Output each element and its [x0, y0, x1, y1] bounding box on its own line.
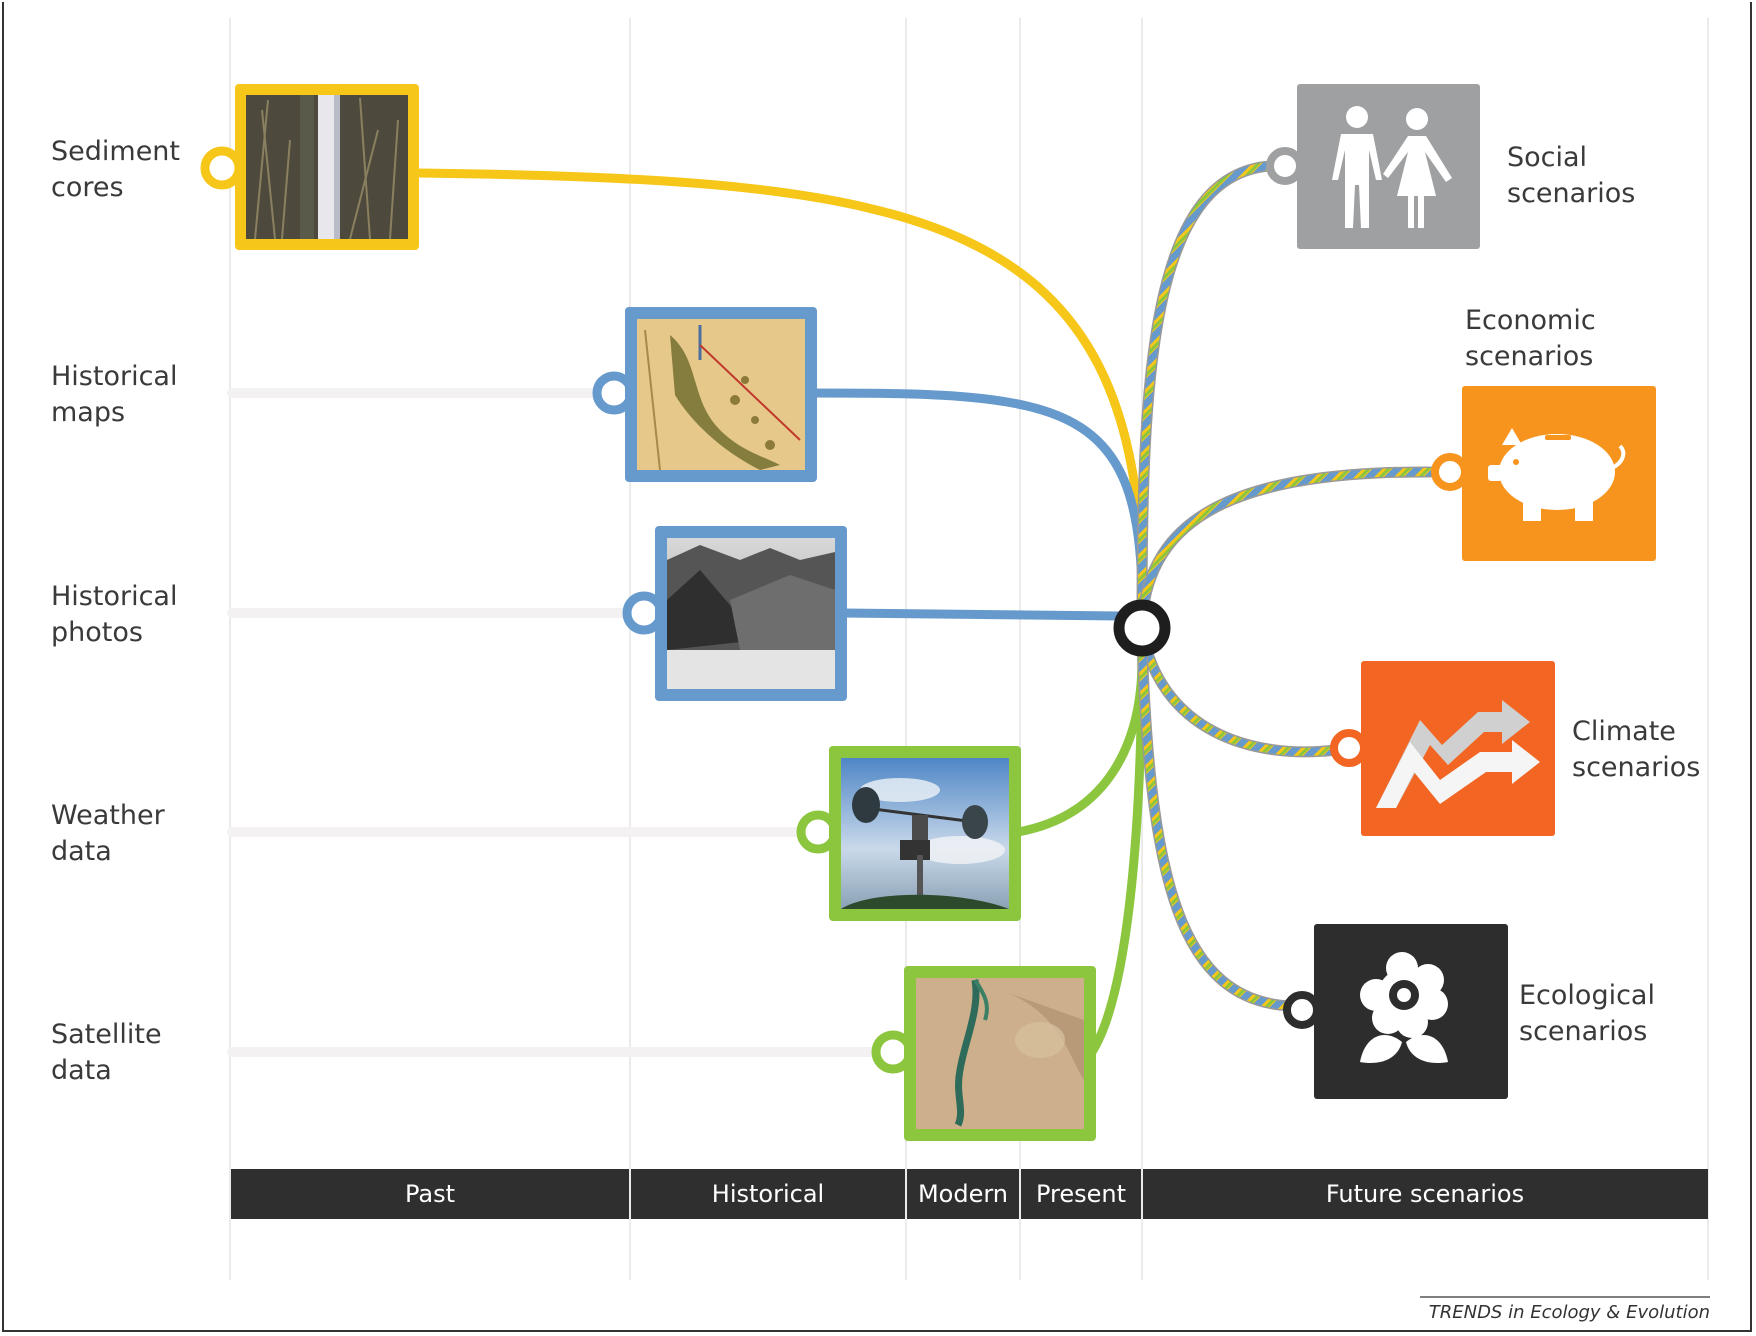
social-label-1: Social: [1507, 142, 1587, 173]
economic-rope: [1138, 467, 1442, 624]
social-scenarios-card: [1266, 84, 1480, 249]
timeline-label-present: Present: [1036, 1180, 1126, 1208]
satellite-photo: [916, 978, 1084, 1129]
satellite-data-card: [871, 966, 1096, 1141]
weather-data-card: [796, 746, 1021, 921]
sediment-cores-card: [200, 84, 419, 250]
card-loop: [200, 146, 244, 190]
row-guide-lines: [227, 388, 883, 1057]
ecological-scenarios-card: [1283, 924, 1508, 1099]
timeline-bar: Past Historical Modern Present Future sc…: [231, 1169, 1708, 1219]
sediment-curve: [415, 168, 1147, 595]
climate-label-2: scenarios: [1572, 752, 1700, 783]
maps-curve: [807, 388, 1147, 600]
photos-curve: [837, 608, 1125, 621]
timeline-segment-future: [1143, 1169, 1708, 1219]
anemometer-photo: [841, 758, 1009, 909]
timeline-label-past: Past: [405, 1180, 455, 1208]
weather-label-2: data: [51, 836, 112, 867]
climate-scenarios-card: [1330, 661, 1555, 836]
card-loop: [1283, 991, 1321, 1029]
weather-curve: [1013, 655, 1147, 837]
journal-credit: TRENDS in Ecology & Evolution: [1429, 1302, 1710, 1323]
sediment-label-1: Sediment: [51, 136, 180, 167]
flower-icon: [1360, 952, 1448, 1064]
trend-arrows-icon: [1376, 700, 1540, 808]
timeline-segment-past: [231, 1169, 629, 1219]
present-hub: [1113, 599, 1171, 657]
historical-maps-card: [592, 307, 817, 482]
social-label-2: scenarios: [1507, 178, 1635, 209]
scenario-ropes: [1136, 160, 1444, 1012]
historical-photos-card: [622, 526, 847, 701]
satellite-label-2: data: [51, 1055, 112, 1086]
climate-rope: [1138, 626, 1340, 756]
climate-label-1: Climate: [1572, 716, 1676, 747]
card-loop: [1330, 729, 1368, 767]
historical-map: [637, 319, 805, 471]
maps-label-1: Historical: [51, 361, 177, 392]
economic-label-1: Economic: [1465, 305, 1596, 336]
card-loop: [1431, 453, 1469, 491]
economic-rope-edge: [1136, 466, 1444, 626]
economic-label-2: scenarios: [1465, 341, 1593, 372]
timeline-segment-historical: [631, 1169, 905, 1219]
economic-scenarios-card: [1431, 386, 1656, 561]
people-icon: [1332, 106, 1452, 228]
weather-label-1: Weather: [51, 800, 166, 831]
social-rope: [1138, 162, 1274, 624]
timeline-segment-present: [1021, 1169, 1141, 1219]
timeline-label-future: Future scenarios: [1326, 1180, 1524, 1208]
maps-label-2: maps: [51, 397, 125, 428]
ecological-label-1: Ecological: [1519, 980, 1655, 1011]
ecological-label-2: scenarios: [1519, 1016, 1647, 1047]
sediment-core-photo: [246, 95, 408, 240]
timeline-label-modern: Modern: [918, 1180, 1008, 1208]
scenario-labels: Social scenarios Economic scenarios Clim…: [1465, 142, 1700, 1047]
piggy-bank-icon: [1488, 428, 1626, 521]
card-loop: [1266, 147, 1304, 185]
timeline-segment-modern: [907, 1169, 1019, 1219]
source-labels: Sediment cores Historical maps Historica…: [51, 136, 180, 1086]
ecological-rope: [1138, 636, 1294, 1010]
historical-photo: [667, 538, 835, 689]
satellite-label-1: Satellite: [51, 1019, 162, 1050]
photos-label-1: Historical: [51, 581, 177, 612]
timeline-label-historical: Historical: [712, 1180, 824, 1208]
photos-label-2: photos: [51, 617, 143, 648]
sediment-label-2: cores: [51, 172, 124, 203]
